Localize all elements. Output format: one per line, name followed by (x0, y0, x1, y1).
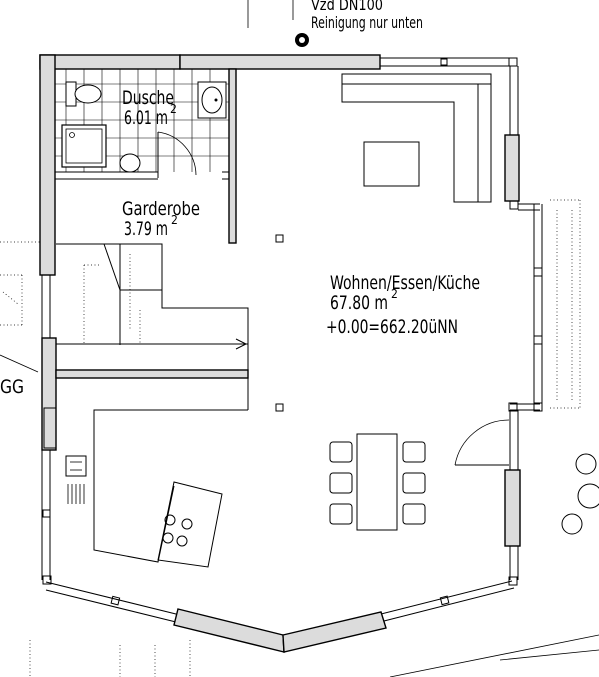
column (275, 403, 284, 412)
room-label-garderobe: Garderobe 3.79 m 2 (122, 198, 200, 240)
shower-tray (61, 124, 107, 168)
terrace-door (454, 419, 510, 466)
coffee-table (363, 141, 420, 187)
room-area-superscript: 2 (171, 213, 178, 227)
kitchen (65, 409, 248, 568)
exterior-walls (39, 54, 543, 653)
shower-door (157, 131, 197, 178)
pipe-label-line2: Reinigung nur unten (311, 13, 423, 32)
sofa-group (341, 73, 492, 203)
room-label-dusche: Dusche 6.01 m 2 (122, 87, 177, 129)
dining-set (329, 433, 426, 531)
room-name: Dusche (122, 87, 174, 109)
room-name: Garderobe (122, 198, 200, 220)
room-level: +0.00=662.20üNN (326, 316, 458, 338)
pipe-marker (295, 33, 309, 47)
room-area: 6.01 m (124, 107, 168, 129)
room-area: 67.80 m (330, 292, 388, 314)
column (275, 234, 284, 243)
annotation-text: Vzd DN100 Reinigung nur unten GG (0, 0, 423, 398)
room-label-wohnen: Wohnen/Essen/Küche 67.80 m 2 +0.00=662.2… (326, 272, 480, 338)
toilet (65, 81, 102, 107)
room-area: 3.79 m (124, 218, 168, 240)
room-name: Wohnen/Essen/Küche (330, 272, 480, 294)
shower-room (55, 69, 229, 178)
room-area-superscript: 2 (391, 287, 398, 301)
bidet (119, 153, 141, 173)
wash-basin (197, 81, 227, 119)
staircase (56, 243, 249, 410)
radiator (67, 484, 85, 504)
room-area-superscript: 2 (170, 102, 177, 116)
pipe-label-line1: Vzd DN100 (311, 0, 383, 14)
side-label: GG (0, 376, 24, 398)
